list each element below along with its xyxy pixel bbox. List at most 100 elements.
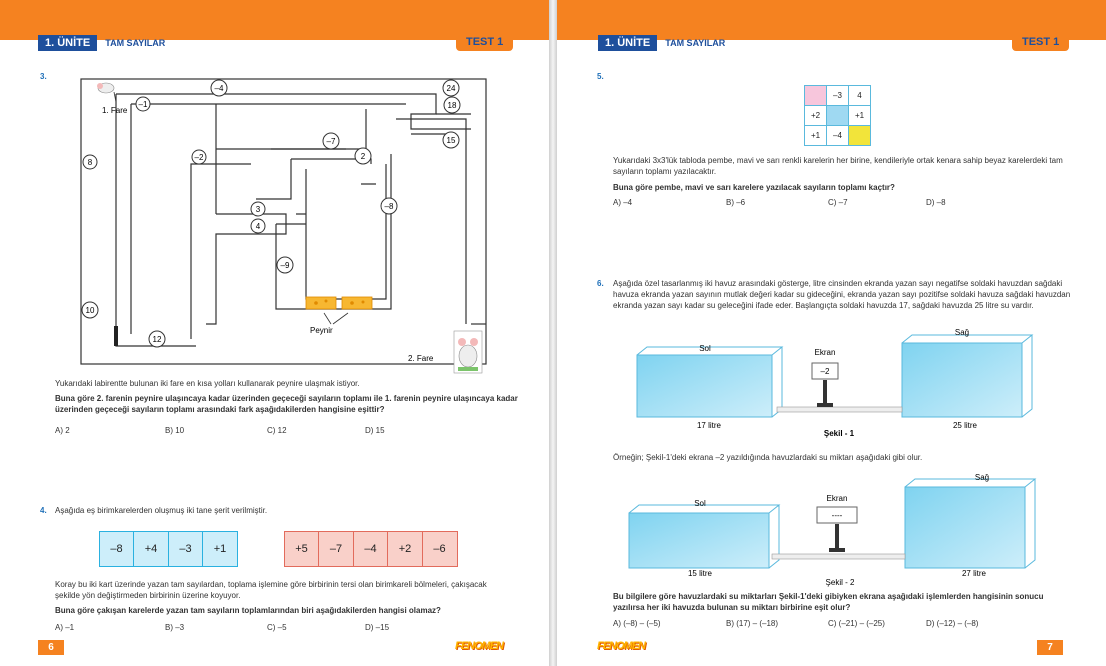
grid-cell-pink (804, 85, 827, 106)
grid-cell: +2 (804, 105, 827, 126)
option-a[interactable]: A) 2 (55, 426, 70, 435)
option-c[interactable]: C) (–21) – (–25) (828, 619, 885, 628)
q5-text: Yukarıdaki 3x3'lük tabloda pembe, mavi v… (613, 156, 1063, 176)
q3-options: A) 2 B) 10 C) 12 D) 15 (55, 426, 385, 435)
option-c[interactable]: C) 12 (267, 426, 287, 435)
question-number: 5. (597, 72, 604, 81)
strip-cell: –8 (98, 531, 135, 567)
strip-cell: +5 (283, 531, 320, 567)
strip-red: +5 –7 –4 +2 –6 (283, 531, 458, 567)
mouse-icon (97, 82, 115, 94)
strip-cell: +1 (202, 531, 238, 567)
pool-right (901, 334, 1034, 418)
svg-text:12: 12 (153, 335, 162, 344)
strip-cell: +4 (133, 531, 169, 567)
maze-value: 3 (250, 201, 266, 217)
display-stand (816, 506, 858, 552)
maze-value: –2 (191, 149, 207, 165)
peynir-label: Peynir (310, 326, 333, 335)
q3-question: Buna göre 2. farenin peynire ulaşıncaya … (55, 394, 518, 414)
svg-text:2: 2 (361, 152, 366, 161)
pool-left (628, 504, 781, 569)
pool-amount: 15 litre (688, 569, 713, 578)
option-d[interactable]: D) –8 (926, 198, 946, 207)
maze-value: –4 (210, 79, 228, 97)
option-d[interactable]: D) (–12) – (–8) (926, 619, 979, 628)
pool-amount: 17 litre (697, 421, 722, 430)
strip-blue: –8 +4 –3 +1 (98, 531, 238, 567)
page-number: 7 (1037, 640, 1063, 655)
figure-2: Sol Sağ Ekran ---- 15 litre 27 litre Şek… (628, 473, 1037, 587)
unit-title: TAM SAYILAR (105, 37, 166, 48)
question-number: 3. (40, 72, 47, 81)
q4-question: Buna göre çakışan karelerde yazan tam sa… (55, 606, 441, 615)
cheese-icon (305, 296, 373, 310)
grid-cell-yellow (848, 125, 871, 146)
figure-caption: Şekil - 1 (824, 429, 855, 438)
option-b[interactable]: B) (17) – (–18) (726, 619, 779, 628)
q3-text: Yukarıdaki labirentte bulunan iki fare e… (55, 379, 360, 388)
pool-right (904, 478, 1037, 569)
display-label: Ekran (815, 348, 836, 357)
option-c[interactable]: C) –5 (267, 623, 287, 632)
q5-options: A) –4 B) –6 C) –7 D) –8 (613, 198, 946, 207)
strip-cell: +2 (387, 531, 423, 567)
q4-text: Koray bu iki kart üzerinde yazan tam say… (55, 580, 487, 600)
q5-grid: –3 4 +2 +1 +1 –4 (804, 85, 871, 146)
svg-text:–4: –4 (215, 84, 224, 93)
brand-logo: FENOMEN (597, 640, 646, 652)
strip-cell: –4 (352, 531, 389, 567)
grid-cell: –3 (826, 85, 849, 106)
svg-text:–2: –2 (195, 153, 204, 162)
pool-label: Sağ (955, 328, 969, 337)
svg-text:18: 18 (448, 101, 457, 110)
option-a[interactable]: A) –4 (613, 198, 633, 207)
option-d[interactable]: D) –15 (365, 623, 390, 632)
grid-cell: 4 (848, 85, 871, 106)
figure-1: Sol Sağ Ekran –2 17 litre 25 litre Şekil… (636, 328, 1034, 438)
mouse-icon (453, 330, 483, 374)
q6-example: Örneğin; Şekil-1'deki ekrana –2 yazıldığ… (613, 453, 923, 462)
maze-value: 12 (148, 330, 166, 348)
strip-cell: –6 (421, 531, 458, 567)
option-c[interactable]: C) –7 (828, 198, 848, 207)
unit-header: 1. ÜNİTE TAM SAYILAR (38, 34, 165, 51)
option-b[interactable]: B) –3 (165, 623, 185, 632)
option-b[interactable]: B) 10 (165, 426, 185, 435)
fare1-label: 1. Fare (102, 106, 128, 115)
unit-label: 1. ÜNİTE (38, 34, 98, 51)
option-a[interactable]: A) –1 (55, 623, 75, 632)
strip-cell: –3 (167, 531, 204, 567)
pool-amount: 25 litre (953, 421, 978, 430)
q4-options: A) –1 B) –3 C) –5 D) –15 (55, 623, 389, 632)
right-page: 1. ÜNİTE TAM SAYILAR TEST 1 5. –3 4 +2 +… (557, 0, 1106, 666)
maze-value: –9 (276, 256, 294, 274)
maze-value: 4 (250, 218, 266, 234)
display-value: ---- (832, 511, 843, 520)
option-d[interactable]: D) 15 (365, 426, 385, 435)
q4-intro: Aşağıda eş birimkarelerden oluşmuş iki t… (55, 506, 268, 515)
strip-cell: –7 (318, 531, 354, 567)
pool-label: Sağ (975, 473, 989, 482)
svg-text:–9: –9 (281, 261, 290, 270)
grid-cell: –4 (826, 125, 849, 146)
q6-question: Bu bilgilere göre havuzlardaki su miktar… (613, 592, 1044, 612)
display-stand (811, 362, 839, 407)
book-gutter (549, 0, 557, 666)
option-b[interactable]: B) –6 (726, 198, 746, 207)
page-number: 6 (38, 640, 64, 655)
maze-value: –1 (135, 96, 151, 112)
fare2-label: 2. Fare (408, 354, 434, 363)
maze-value: 10 (81, 301, 99, 319)
option-a[interactable]: A) (–8) – (–5) (613, 619, 661, 628)
brand-logo: FENOMEN (455, 640, 504, 652)
maze-value: –8 (380, 197, 398, 215)
unit-label: 1. ÜNİTE (598, 34, 658, 51)
display-value: –2 (821, 367, 830, 376)
svg-text:–7: –7 (327, 137, 336, 146)
svg-text:10: 10 (86, 306, 95, 315)
unit-header: 1. ÜNİTE TAM SAYILAR (598, 34, 725, 51)
maze-value: 2 (354, 147, 372, 165)
svg-text:8: 8 (88, 158, 93, 167)
pool-amount: 27 litre (962, 569, 987, 578)
